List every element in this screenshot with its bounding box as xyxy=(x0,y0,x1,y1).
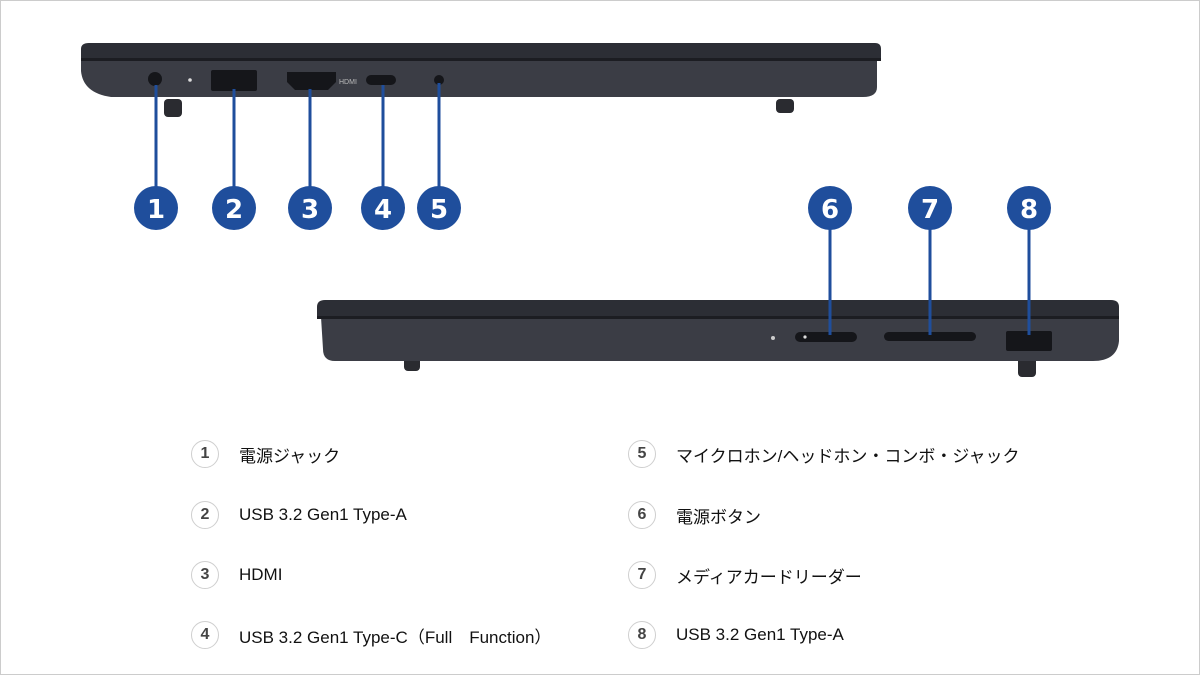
svg-text:1: 1 xyxy=(147,195,165,225)
callout-7: 7 xyxy=(908,186,952,230)
svg-text:7: 7 xyxy=(921,195,939,225)
svg-text:5: 5 xyxy=(430,195,448,225)
legend-number: 3 xyxy=(191,561,219,589)
legend-number: 2 xyxy=(191,501,219,529)
hdmi-marking: HDMI xyxy=(339,79,357,86)
legend-item-3: 3 HDMI xyxy=(191,560,282,590)
svg-text:3: 3 xyxy=(301,195,319,225)
callout-8: 8 xyxy=(1007,186,1051,230)
legend-item-1: 1 電源ジャック xyxy=(191,439,340,469)
callout-4: 4 xyxy=(361,186,405,230)
legend-item-2: 2 USB 3.2 Gen1 Type-A xyxy=(191,500,407,530)
svg-text:8: 8 xyxy=(1020,195,1038,225)
legend-label: USB 3.2 Gen1 Type-A xyxy=(239,505,407,524)
legend-item-6: 6 電源ボタン xyxy=(628,500,761,530)
legend-label: マイクロホン/ヘッドホン・コンボ・ジャック xyxy=(676,446,1020,466)
legend-item-5: 5 マイクロホン/ヘッドホン・コンボ・ジャック xyxy=(628,439,1020,469)
legend-item-7: 7 メディアカードリーダー xyxy=(628,560,862,590)
legend-number: 7 xyxy=(628,561,656,589)
svg-text:2: 2 xyxy=(225,195,243,225)
laptop-left-side: HDMI xyxy=(81,43,881,117)
legend-number: 8 xyxy=(628,621,656,649)
legend-item-8: 8 USB 3.2 Gen1 Type-A xyxy=(628,620,844,650)
legend-label: メディアカードリーダー xyxy=(676,567,862,587)
legend-number: 5 xyxy=(628,440,656,468)
callout-5: 5 xyxy=(417,186,461,230)
legend-number: 6 xyxy=(628,501,656,529)
legend-label: 電源ジャック xyxy=(239,446,341,466)
legend-number: 4 xyxy=(191,621,219,649)
callouts: 1 2 3 4 5 6 7 8 xyxy=(134,186,1051,230)
legend-number: 1 xyxy=(191,440,219,468)
callout-6: 6 xyxy=(808,186,852,230)
legend-label: USB 3.2 Gen1 Type-C（Full Function） xyxy=(239,627,552,647)
legend-label: USB 3.2 Gen1 Type-A xyxy=(676,625,844,644)
callout-3: 3 xyxy=(288,186,332,230)
legend-label: 電源ボタン xyxy=(676,507,761,527)
svg-text:4: 4 xyxy=(374,195,392,225)
callout-lines xyxy=(154,83,1031,335)
svg-text:6: 6 xyxy=(821,195,839,225)
laptop-right-side xyxy=(317,300,1119,377)
legend-item-4: 4 USB 3.2 Gen1 Type-C（Full Function） xyxy=(191,620,551,650)
callout-1: 1 xyxy=(134,186,178,230)
legend-label: HDMI xyxy=(239,565,283,584)
callout-2: 2 xyxy=(212,186,256,230)
